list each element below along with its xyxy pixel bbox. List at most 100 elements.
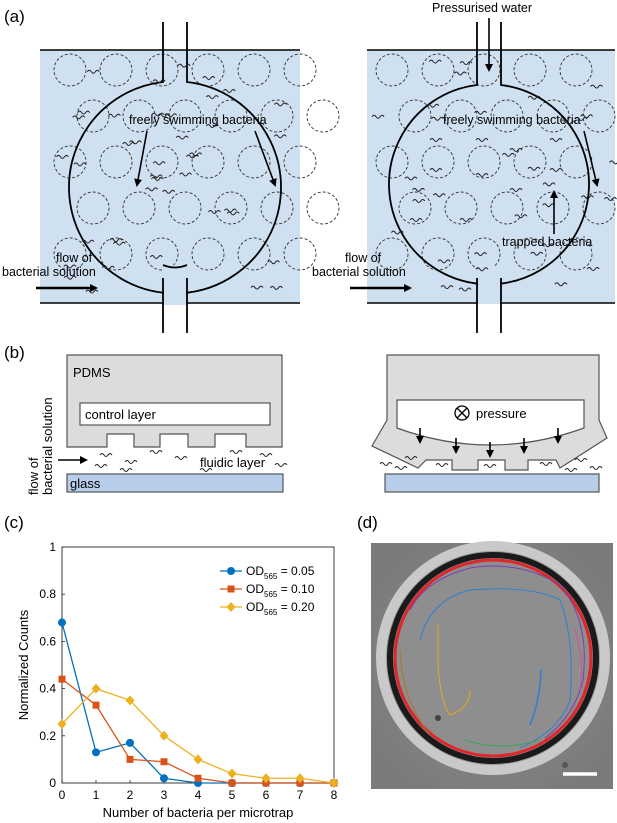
bacterium <box>475 173 489 177</box>
side-label-line1: flow of <box>26 457 41 495</box>
annotation-trapped-bacteria: trapped bacteria <box>502 235 592 249</box>
debris-particle <box>562 762 568 768</box>
legend-label-rest: = 0.05 <box>277 564 314 578</box>
trajectory-path <box>399 649 431 736</box>
microtrap <box>191 145 225 179</box>
debris-particle <box>435 715 441 721</box>
microtrap <box>145 237 179 271</box>
x-tick-label: 1 <box>93 788 100 802</box>
bacterium <box>412 198 426 203</box>
side-label-line2: bacterial solution <box>40 397 55 495</box>
panel-c-label: (c) <box>4 513 24 532</box>
bacterium <box>483 464 497 468</box>
microtrap <box>421 237 455 271</box>
pressure-arrows <box>416 428 562 458</box>
bacterium <box>128 140 142 145</box>
trajectory-path <box>437 625 471 716</box>
bacterium <box>412 187 425 192</box>
cross-section-open: PDMS control layer glass fluidic layer f… <box>26 354 288 495</box>
microtrap <box>214 191 248 225</box>
bacterium <box>267 260 280 265</box>
bacterium <box>509 148 523 152</box>
microtrap <box>191 53 225 87</box>
microtrap <box>536 191 570 225</box>
legend-entry: OD565 = 0.10 <box>220 582 315 599</box>
microtrap <box>53 145 87 179</box>
microtrap <box>444 191 478 225</box>
microtrap <box>260 191 294 225</box>
bacterium <box>99 453 113 457</box>
bacterium <box>77 110 91 115</box>
microtrap <box>76 191 110 225</box>
trajectory-path <box>409 565 585 739</box>
data-point <box>92 748 100 757</box>
bacterium <box>440 285 454 290</box>
panel-a-label: (a) <box>4 7 25 26</box>
microtrap <box>582 99 616 133</box>
microtrap <box>99 237 133 271</box>
data-point <box>227 768 237 779</box>
bacterium <box>589 466 603 470</box>
y-tick-label: 0.6 <box>39 634 56 648</box>
panel-a: (a) freely swimming bacteria flow of bac… <box>2 1 617 333</box>
chart-series <box>57 618 339 788</box>
x-tick-label: 4 <box>195 788 202 802</box>
microtrap <box>283 53 317 87</box>
data-point <box>92 701 100 709</box>
legend-label-sub: 565 <box>264 608 278 617</box>
glass-label: glass <box>70 476 101 491</box>
microtrap <box>398 99 432 133</box>
data-point <box>58 618 66 627</box>
microtrap <box>559 53 593 87</box>
microtrap <box>467 53 501 87</box>
microtrap <box>99 145 133 179</box>
trajectory-path <box>529 669 542 726</box>
panel-d: (d) <box>357 513 613 789</box>
data-point <box>91 683 101 694</box>
bacterium <box>205 124 219 128</box>
microtrap <box>283 237 317 271</box>
bacterium <box>202 76 216 80</box>
microtrap <box>513 237 547 271</box>
bacterium <box>474 252 487 257</box>
microtrap <box>145 53 179 87</box>
microtrap <box>99 53 133 87</box>
bacterium <box>527 95 541 100</box>
bacterium <box>149 255 163 260</box>
pressure-label: pressure <box>476 406 527 421</box>
microtrap <box>467 145 501 179</box>
x-axis-label: Number of bacteria per microtrap <box>103 805 294 820</box>
data-point <box>159 730 169 741</box>
data-point <box>126 755 134 763</box>
legend-label: OD565 = 0.10 <box>246 582 315 599</box>
bacterium <box>150 177 164 181</box>
bacterium <box>63 264 77 269</box>
microtrap <box>490 99 524 133</box>
bacterium <box>157 113 171 118</box>
x-tick-label: 6 <box>263 788 270 802</box>
bacteria-group <box>379 456 603 472</box>
bacterium <box>586 267 600 272</box>
y-tick-label: 0 <box>49 776 56 790</box>
control-layer-channel <box>79 402 271 426</box>
bacterium <box>259 453 273 457</box>
data-point <box>194 774 202 782</box>
microtrap <box>237 53 271 87</box>
bacterium <box>542 203 556 208</box>
bacterium <box>189 152 203 157</box>
microtrap <box>559 237 593 271</box>
bacterium <box>580 114 594 119</box>
microtrap <box>375 145 409 179</box>
bacterium <box>186 154 199 159</box>
microtrap <box>421 53 455 87</box>
panel-b: (b) PDMS control layer glass fluidic lay… <box>4 343 608 495</box>
bacterium <box>530 251 544 256</box>
bacterium <box>205 95 219 100</box>
glass-substrate <box>384 473 600 493</box>
bacterium <box>509 188 523 192</box>
bacterium <box>409 218 423 222</box>
legend-label: OD565 = 0.05 <box>246 564 315 581</box>
bacterium <box>580 195 594 200</box>
